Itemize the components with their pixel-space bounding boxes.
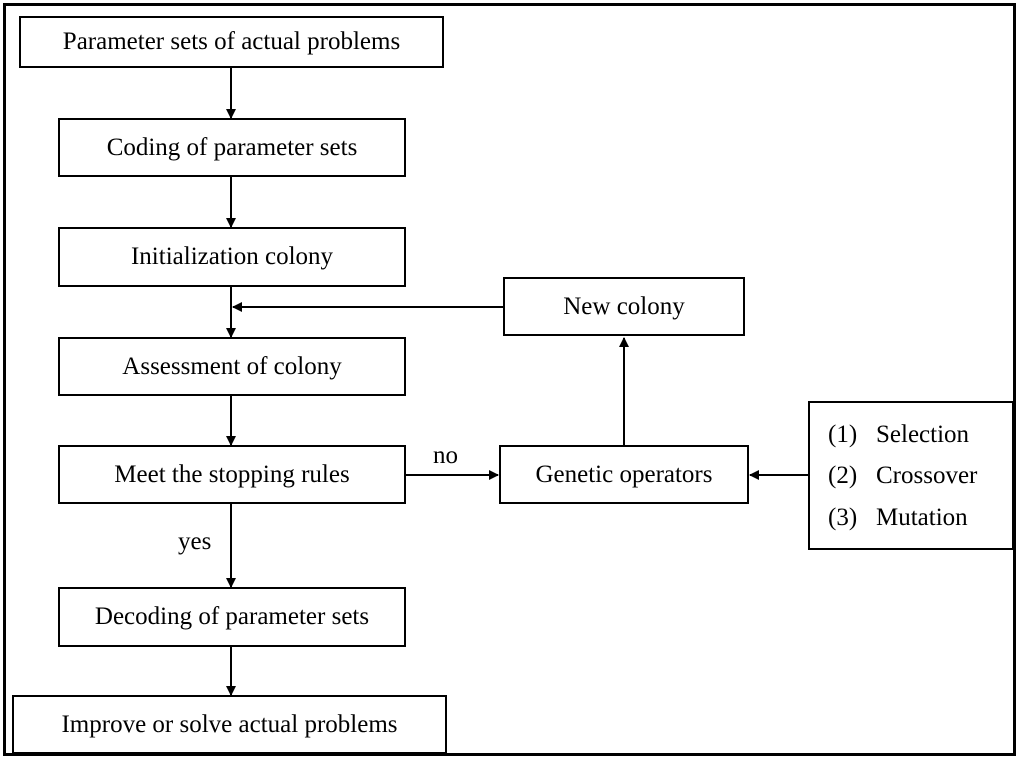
operator-name: Crossover bbox=[876, 462, 978, 489]
step-genetic-operators: Genetic operators bbox=[499, 445, 749, 504]
step-assessment: Assessment of colony bbox=[58, 337, 406, 396]
step-initialization: Initialization colony bbox=[58, 227, 406, 287]
step-parameter-sets: Parameter sets of actual problems bbox=[19, 16, 444, 68]
step-stopping-rules: Meet the stopping rules bbox=[58, 445, 406, 504]
operator-number: (2) bbox=[828, 462, 858, 489]
operator-item: (3) Mutation bbox=[828, 504, 968, 532]
operator-number: (1) bbox=[828, 421, 858, 448]
operator-item: (2) Crossover bbox=[828, 462, 977, 490]
operators-box: (1) Selection (2) Crossover (3) Mutation bbox=[808, 401, 1014, 550]
operator-item: (1) Selection bbox=[828, 421, 969, 449]
step-improve: Improve or solve actual problems bbox=[12, 695, 447, 754]
step-new-colony: New colony bbox=[503, 277, 745, 336]
edge-label-no: no bbox=[433, 442, 458, 469]
step-decoding: Decoding of parameter sets bbox=[58, 587, 406, 647]
step-coding: Coding of parameter sets bbox=[58, 118, 406, 177]
edge-label-yes: yes bbox=[178, 528, 212, 555]
operator-number: (3) bbox=[828, 504, 858, 531]
operator-name: Selection bbox=[876, 421, 970, 448]
operator-name: Mutation bbox=[876, 504, 968, 531]
diagram-frame bbox=[3, 3, 1016, 756]
